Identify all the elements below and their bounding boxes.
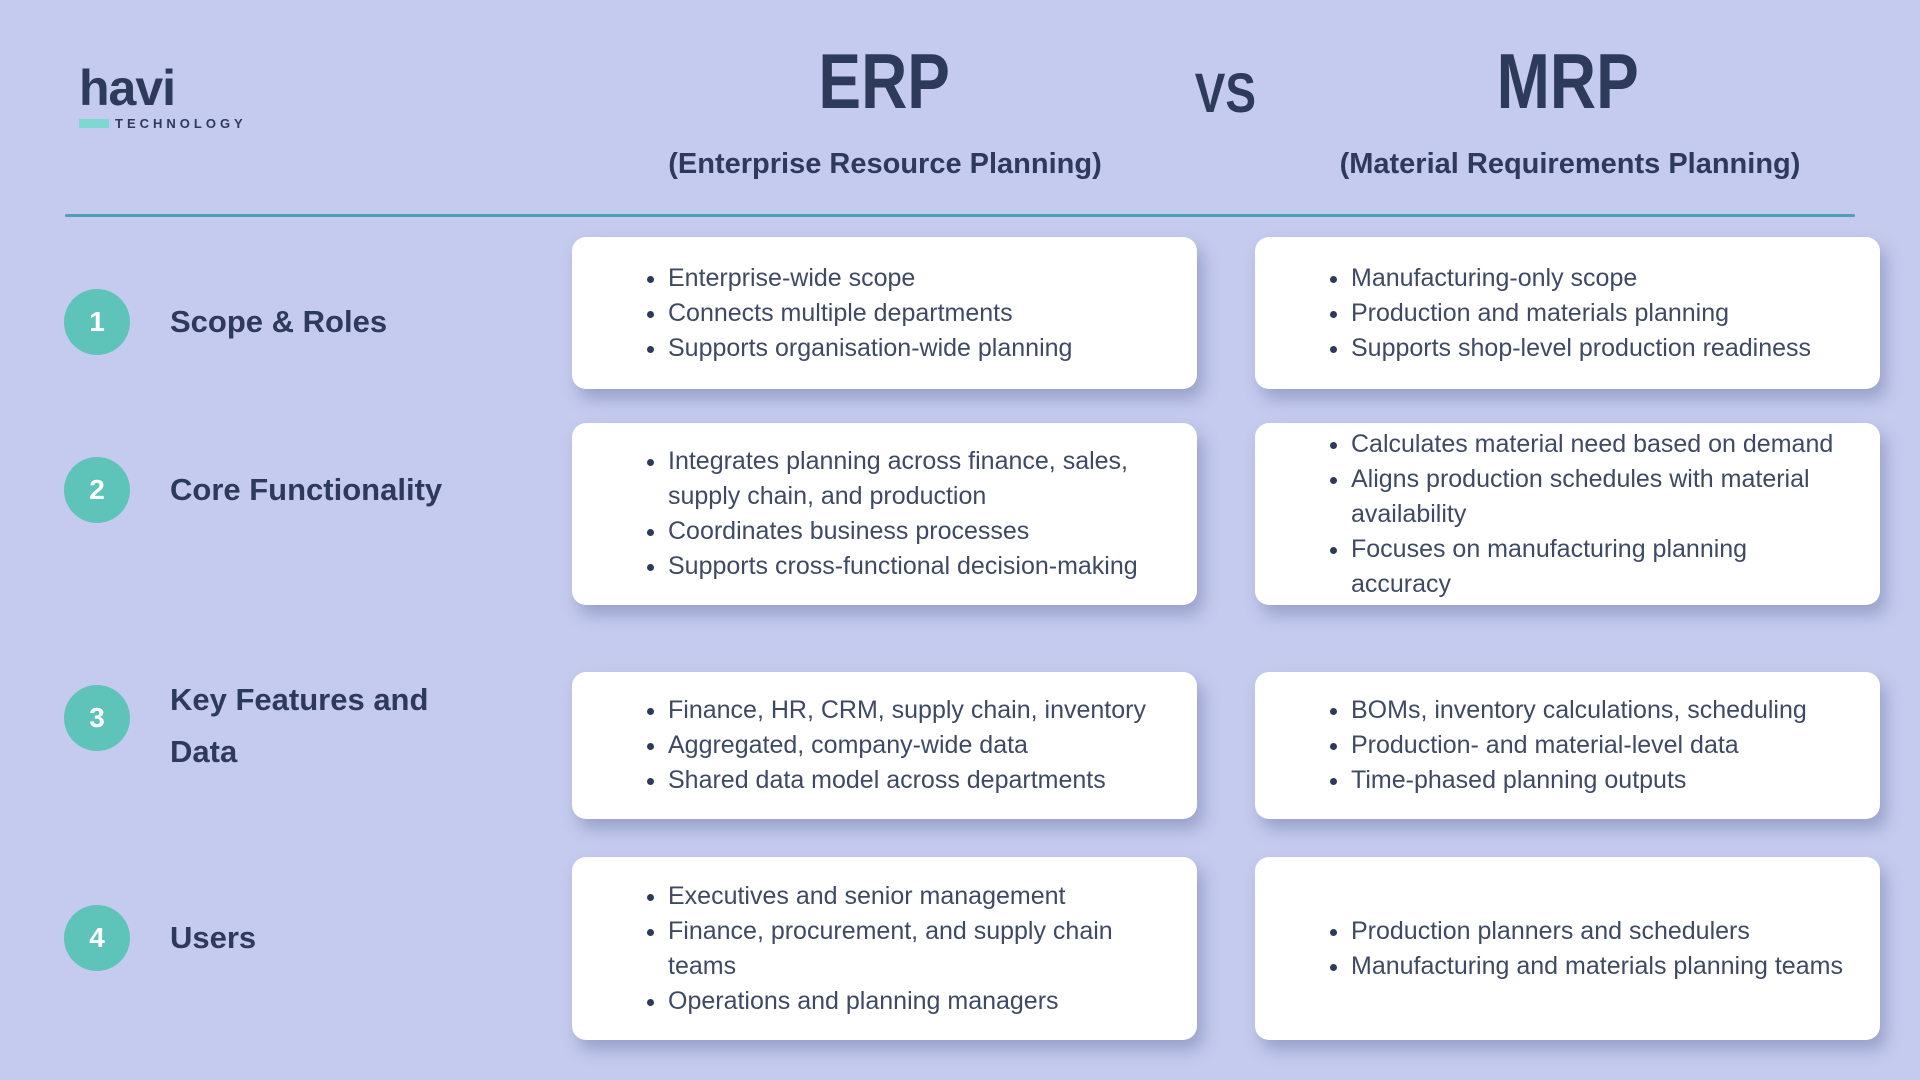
- list-item: Production planners and schedulers: [1351, 914, 1843, 949]
- row4-label: Users: [170, 920, 257, 955]
- mrp-title: MRP: [1496, 37, 1639, 125]
- row3-mrp-list: BOMs, inventory calculations, scheduling…: [1255, 693, 1837, 798]
- row1-mrp-card: Manufacturing-only scope Production and …: [1255, 237, 1880, 389]
- list-item: Executives and senior management: [668, 879, 1167, 914]
- erp-title: ERP: [818, 37, 951, 125]
- row3-number-badge: 3: [64, 685, 130, 751]
- row3-mrp-card: BOMs, inventory calculations, scheduling…: [1255, 672, 1880, 819]
- list-item: Coordinates business processes: [668, 514, 1167, 549]
- list-item: Production- and material-level data: [1351, 728, 1807, 763]
- list-item: Manufacturing and materials planning tea…: [1351, 949, 1843, 984]
- row3-erp-card: Finance, HR, CRM, supply chain, inventor…: [572, 672, 1197, 819]
- row2-erp-list: Integrates planning across finance, sale…: [572, 444, 1197, 584]
- row1-mrp-list: Manufacturing-only scope Production and …: [1255, 261, 1841, 366]
- row2-number-badge: 2: [64, 457, 130, 523]
- list-item: Aggregated, company-wide data: [668, 728, 1146, 763]
- list-item: Finance, procurement, and supply chain t…: [668, 914, 1167, 984]
- logo-wordmark: havi: [79, 60, 176, 116]
- list-item: Supports cross-functional decision-makin…: [668, 549, 1167, 584]
- list-item: Connects multiple departments: [668, 296, 1072, 331]
- list-item: Time-phased planning outputs: [1351, 763, 1807, 798]
- row3-erp-list: Finance, HR, CRM, supply chain, inventor…: [572, 693, 1176, 798]
- list-item: Operations and planning managers: [668, 984, 1167, 1019]
- list-item: Focuses on manufacturing planning accura…: [1351, 532, 1850, 602]
- list-item: Finance, HR, CRM, supply chain, inventor…: [668, 693, 1146, 728]
- row1-erp-list: Enterprise-wide scope Connects multiple …: [572, 261, 1102, 366]
- list-item: Aligns production schedules with materia…: [1351, 462, 1850, 532]
- row2-label: Core Functionality: [170, 472, 443, 507]
- list-item: Integrates planning across finance, sale…: [668, 444, 1167, 514]
- row4-mrp-card: Production planners and schedulers Manuf…: [1255, 857, 1880, 1040]
- logo-teal-bar: [79, 119, 109, 128]
- row4-erp-list: Executives and senior management Finance…: [572, 879, 1197, 1019]
- list-item: Production and materials planning: [1351, 296, 1811, 331]
- logo-tagline-row: TECHNOLOGY: [79, 116, 247, 131]
- row1-erp-card: Enterprise-wide scope Connects multiple …: [572, 237, 1197, 389]
- row4-mrp-list: Production planners and schedulers Manuf…: [1255, 914, 1873, 984]
- row4-number-badge: 4: [64, 905, 130, 971]
- list-item: BOMs, inventory calculations, scheduling: [1351, 693, 1807, 728]
- row4-erp-card: Executives and senior management Finance…: [572, 857, 1197, 1040]
- row2-erp-card: Integrates planning across finance, sale…: [572, 423, 1197, 605]
- mrp-subtitle: (Material Requirements Planning): [1339, 148, 1801, 180]
- havi-logo: havi TECHNOLOGY: [79, 62, 247, 131]
- logo-tagline: TECHNOLOGY: [115, 116, 247, 131]
- row2-mrp-list: Calculates material need based on demand…: [1255, 427, 1880, 602]
- list-item: Manufacturing-only scope: [1351, 261, 1811, 296]
- list-item: Enterprise-wide scope: [668, 261, 1072, 296]
- row1-number-badge: 1: [64, 289, 130, 355]
- vs-label: VS: [1194, 61, 1256, 124]
- header-divider-line: [65, 214, 1855, 217]
- erp-subtitle: (Enterprise Resource Planning): [668, 148, 1102, 180]
- list-item: Supports shop-level production readiness: [1351, 331, 1811, 366]
- list-item: Calculates material need based on demand: [1351, 427, 1850, 462]
- list-item: Supports organisation-wide planning: [668, 331, 1072, 366]
- row3-label: Key Features and Data: [170, 682, 429, 769]
- list-item: Shared data model across departments: [668, 763, 1146, 798]
- row1-label: Scope & Roles: [170, 304, 388, 339]
- row2-mrp-card: Calculates material need based on demand…: [1255, 423, 1880, 605]
